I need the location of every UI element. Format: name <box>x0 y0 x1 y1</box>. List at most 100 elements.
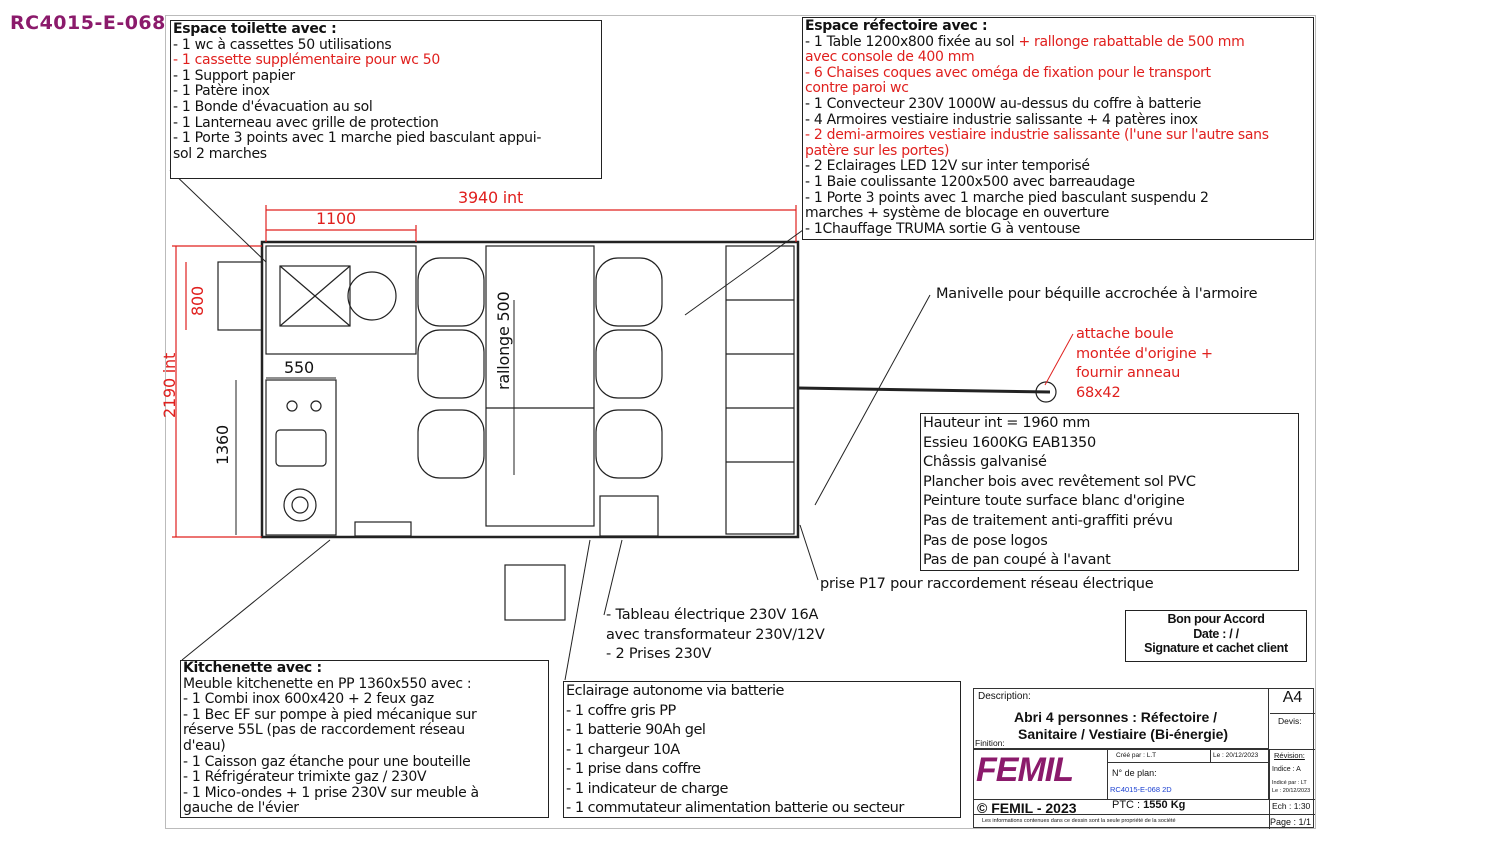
battery-title: Eclairage autonome via batterie <box>566 683 784 699</box>
revision-by: Indicé par : LT <box>1272 780 1307 786</box>
created-by: Créé par : L.T <box>1116 752 1157 759</box>
revision-index: Indice : A <box>1272 766 1301 773</box>
devis-label: Devis: <box>1278 716 1302 726</box>
batterie-line: - 1 prise dans coffre <box>566 761 701 777</box>
refectoire-title: Espace réfectoire avec : <box>805 18 988 34</box>
refectoire-line-1-red: + rallonge rabattable de 500 mm <box>1018 33 1245 50</box>
kitchen-unit <box>265 379 337 536</box>
wc-bowl <box>347 271 397 321</box>
copyright: © FEMIL - 2023 <box>977 800 1077 816</box>
toilette-title: Espace toilette avec : <box>173 21 337 37</box>
plan-number: RC4015-E-068 2D <box>1110 785 1172 794</box>
toilette-line: - 1 Bonde d'évacuation au sol <box>173 98 373 115</box>
revision-date: Le : 20/12/2023 <box>1272 788 1311 794</box>
batterie-line: - 1 coffre gris PP <box>566 702 676 719</box>
approval-line: Signature et cachet client <box>1144 641 1288 655</box>
description-label: Description: <box>978 691 1031 702</box>
batterie-line: - 1 indicateur de charge <box>566 780 728 797</box>
refectoire-line: - 2 Eclairages LED 12V sur inter tempori… <box>805 158 1090 175</box>
spec-line: Pas de traitement anti-graffiti prévu <box>923 512 1173 529</box>
battery-box <box>599 495 659 537</box>
dim-rallonge: rallonge 500 <box>494 291 513 390</box>
wc-room <box>265 245 417 355</box>
dim-length: 3940 int <box>458 188 524 207</box>
title-block: Description: Abri 4 personnes : Réfectoi… <box>973 688 1315 829</box>
refectoire-line: - 1 Convecteur 230V 1000W au-dessus du c… <box>805 95 1202 112</box>
dim-kitchen-width: 550 <box>284 358 314 377</box>
refectoire-line-1: - 1 Table 1200x800 fixée au sol <box>805 33 1019 50</box>
kitchenette-line: - 1 Caisson gaz étanche pour une bouteil… <box>183 753 471 770</box>
refectoire-line: avec console de 400 mm <box>805 49 975 66</box>
ownership-notice: Les informations contenues dans ce dessi… <box>982 818 1176 824</box>
format: A4 <box>1270 689 1315 714</box>
batterie-line: - 1 chargeur 10A <box>566 741 680 758</box>
note-attache-line: fournir anneau <box>1076 365 1181 381</box>
kitchenette-line: gauche de l'évier <box>183 800 299 817</box>
spec-line: Châssis galvanisé <box>923 454 1047 471</box>
plan-label: N° de plan: <box>1112 768 1157 778</box>
note-tableau-line: - 2 Prises 230V <box>606 646 712 662</box>
toilette-line: - 1 Porte 3 points avec 1 marche pied ba… <box>173 130 542 147</box>
kitchenette-line: - 1 Réfrigérateur trimixte gaz / 230V <box>183 769 427 786</box>
kitchenette-title: Kitchenette avec : <box>183 660 322 676</box>
note-attache-line: montée d'origine + <box>1076 345 1213 362</box>
dim-wc-width: 800 <box>188 286 207 316</box>
description-line-2: Sanitaire / Vestiaire (Bi-énergie) <box>1018 726 1229 742</box>
created-date: Le : 20/12/2023 <box>1213 752 1259 759</box>
drawing-frame <box>165 15 1316 829</box>
wc-door <box>217 261 263 331</box>
page-number: Page : 1/1 <box>1270 817 1312 827</box>
lockers <box>725 245 795 535</box>
batterie-line: - 1 commutateur alimentation batterie ou… <box>566 800 904 816</box>
reference-code: RC4015-E-068 <box>10 12 166 34</box>
spec-line: Essieu 1600KG EAB1350 <box>923 434 1096 451</box>
dimension-lines <box>172 205 797 538</box>
step <box>504 564 566 621</box>
batterie-line: - 1 batterie 90Ah gel <box>566 722 706 738</box>
refectoire-line: - 1 Porte 3 points avec 1 marche pied ba… <box>805 189 1209 206</box>
refectoire-line: - 4 Armoires vestiaire industrie salissa… <box>805 111 1198 128</box>
kitchenette-spec-box: Kitchenette avec : Meuble kitchenette en… <box>180 660 549 818</box>
refectoire-line: contre paroi wc <box>805 80 909 97</box>
toilette-spec-box: Espace toilette avec : - 1 wc à cassette… <box>170 20 602 179</box>
note-tableau-line: avec transformateur 230V/12V <box>606 626 825 643</box>
approval-line: Date : / / <box>1193 626 1239 641</box>
refectoire-line: - 1 Baie coulissante 1200x500 avec barre… <box>805 173 1135 190</box>
dim-width: 2190 int <box>160 352 179 418</box>
kitchenette-line: Meuble kitchenette en PP 1360x550 avec : <box>183 675 472 692</box>
refectoire-line: - 6 Chaises coques avec oméga de fixatio… <box>805 64 1211 81</box>
refectoire-line: - 2 demi-armoires vestiaire industrie sa… <box>805 127 1269 144</box>
refectoire-spec-box: Espace réfectoire avec : - 1 Table 1200x… <box>802 17 1314 240</box>
kitchenette-line: - 1 Bec EF sur pompe à pied mécanique su… <box>183 706 477 723</box>
scale: Ech : 1:30 <box>1272 801 1311 811</box>
ptc-label: PTC : <box>1112 799 1144 811</box>
approval-line: Bon pour Accord <box>1167 612 1265 626</box>
toilette-line: - 1 Lanterneau avec grille de protection <box>173 114 439 131</box>
drawbar <box>797 386 1051 394</box>
revision-label: Révision: <box>1274 751 1305 760</box>
note-manivelle: Manivelle pour béquille accrochée à l'ar… <box>936 286 1258 302</box>
note-attache: attache boule montée d'origine + fournir a… <box>1076 325 1213 403</box>
note-attache-line: attache boule <box>1076 326 1174 342</box>
dim-wc-length: 1100 <box>316 209 356 228</box>
femil-logo: FEMIL <box>976 751 1074 789</box>
note-prise: prise P17 pour raccordement réseau élect… <box>820 576 1154 592</box>
wc-shower <box>279 265 351 327</box>
spec-line: Plancher bois avec revêtement sol PVC <box>923 473 1196 490</box>
spec-line: Peinture toute surface blanc d'origine <box>923 493 1185 510</box>
kitchenette-line: réserve 55L (pas de raccordement réseau <box>183 722 465 739</box>
kitchenette-line: - 1 Combi inox 600x420 + 2 feux gaz <box>183 691 434 708</box>
table <box>485 245 595 527</box>
finition-label: Finition: <box>975 738 1005 748</box>
note-tableau-line: - Tableau électrique 230V 16A <box>606 607 819 623</box>
building-outline <box>260 240 800 539</box>
battery-spec-box: Eclairage autonome via batterie - 1 coff… <box>563 681 961 818</box>
refectoire-line: - 1Chauffage TRUMA sortie G à ventouse <box>805 220 1081 237</box>
description-line-1: Abri 4 personnes : Réfectoire / <box>1014 709 1218 725</box>
spec-line: Pas de pan coupé à l'avant <box>923 552 1111 569</box>
dim-kitchen-length: 1360 <box>213 425 232 465</box>
toilette-line: - 1 cassette supplémentaire pour wc 50 <box>173 52 440 69</box>
